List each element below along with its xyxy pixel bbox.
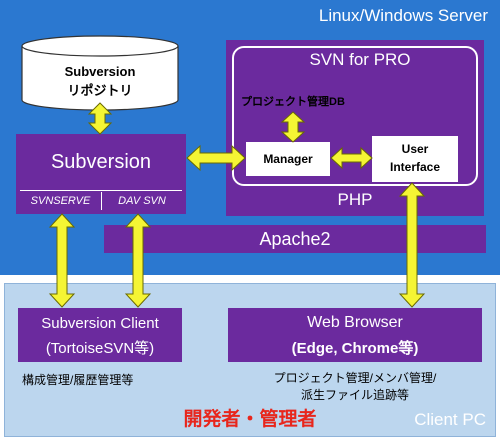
manager-box: Manager <box>246 142 330 176</box>
arrow-manager-ui <box>330 146 373 170</box>
user-interface-box: User Interface <box>372 136 458 182</box>
browser-label-1: Web Browser <box>307 314 403 331</box>
apache-box: Apache2 <box>104 225 486 253</box>
arrow-db-manager <box>280 111 306 143</box>
arrow-repo-subversion <box>87 102 113 135</box>
subversion-divider <box>20 190 182 191</box>
repository-label-2: リポジトリ <box>67 82 133 98</box>
users-label: 開発者・管理者 <box>183 408 317 430</box>
subversion-label: Subversion <box>50 150 152 173</box>
project-db-label: プロジェクト管理DB <box>241 96 345 108</box>
browser-box: Web Browser (Edge, Chrome等) <box>228 308 482 362</box>
svn-for-pro-frame <box>232 46 478 186</box>
client-title: Client PC <box>414 410 486 429</box>
browser-caption-1: プロジェクト管理/メンバ管理/ <box>273 370 437 385</box>
user-interface-label-1: User <box>401 142 429 156</box>
browser-label-2: (Edge, Chrome等) <box>291 339 419 357</box>
repository-label-1: Subversion <box>64 63 136 79</box>
svnserve-label: SVNSERVE <box>20 192 102 210</box>
arrow-davsvn-client <box>124 213 152 308</box>
svn-client-caption: 構成管理/履歴管理等 <box>22 373 134 387</box>
svn-client-label-2: (TortoiseSVN等) <box>45 339 155 357</box>
user-interface-label-2: Interface <box>389 160 441 174</box>
php-box: PHP <box>226 40 484 216</box>
subversion-box: Subversion SVNSERVE DAV SVN <box>16 134 186 214</box>
svn-client-box: Subversion Client (TortoiseSVN等) <box>18 308 182 362</box>
server-title: Linux/Windows Server <box>318 6 488 25</box>
arrow-svnserve-client <box>48 213 76 308</box>
arrow-subversion-manager <box>186 144 246 172</box>
arrow-ui-browser <box>398 182 426 308</box>
php-label: PHP <box>337 190 373 209</box>
svn-for-pro-label: SVN for PRO <box>309 50 411 69</box>
svn-client-label-1: Subversion Client <box>41 314 159 332</box>
davsvn-label: DAV SVN <box>118 195 166 207</box>
browser-caption-2: 派生ファイル追跡等 <box>300 387 409 402</box>
